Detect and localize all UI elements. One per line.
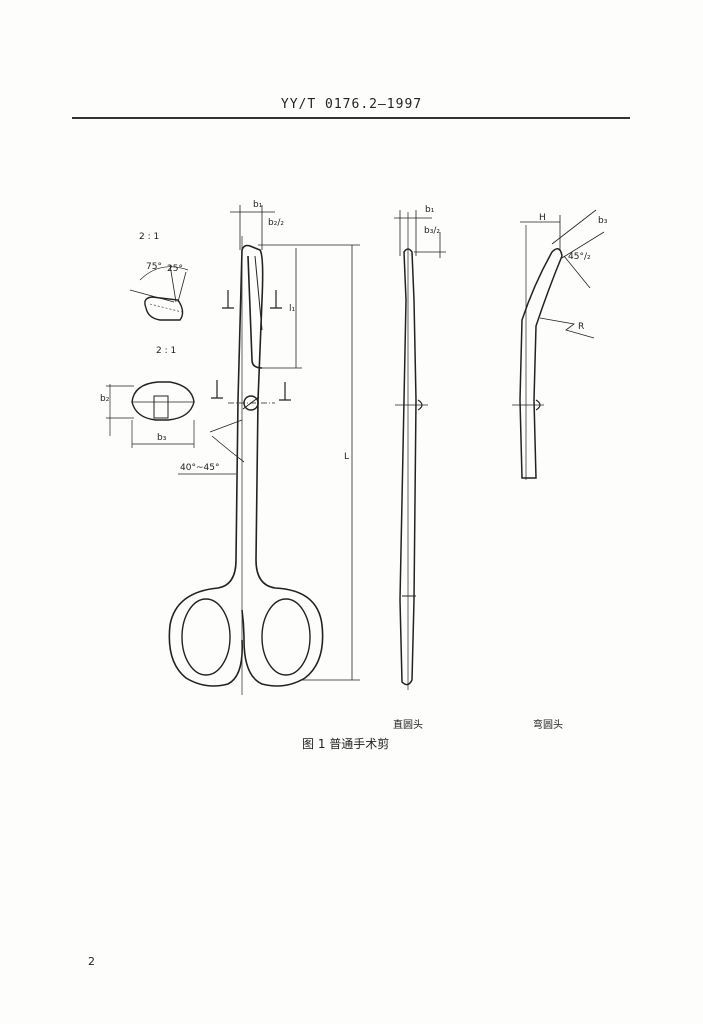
dim-l-label: L [344,452,350,462]
label-straight-round-head: 直圆头 [393,720,423,731]
detail-screw-section [106,381,195,448]
figure-caption: 图 1 普通手术剪 [302,737,390,751]
label-curved-round-head: 弯圆头 [533,720,563,731]
dim-b3-over-2-label: b₃/₂ [424,226,440,236]
header-rule [72,117,630,119]
dim-45-over-2-label: 45°/₂ [568,252,591,262]
scissors-front-view [168,205,360,695]
standard-number-header: YY/T 0176.2—1997 [280,97,423,112]
dim-h-label: H [539,213,546,223]
scissors-side-curved [512,209,605,480]
dim-b2-label: b₂ [100,394,110,404]
scissors-side-straight [394,210,446,690]
dim-b2-over-2-label: b₂/₂ [268,218,284,228]
scale-label-b: 2 : 1 [156,346,177,356]
scale-label-a: 2 : 1 [139,232,160,242]
dim-l1-label: l₁ [289,304,296,314]
dim-b3-curved-label: b₃ [598,216,608,226]
angle-25-label: 25° [167,264,183,274]
dim-r-label: R [578,322,585,332]
detail-blade-section [129,264,189,321]
dim-b1-label: b₁ [253,200,263,210]
angle-range-label: 40°~45° [180,463,220,473]
angle-75-label: 75° [146,262,162,272]
dim-b1-side-label: b₁ [425,205,435,215]
dim-b3-label: b₃ [157,433,167,443]
page-number: 2 [88,955,95,968]
